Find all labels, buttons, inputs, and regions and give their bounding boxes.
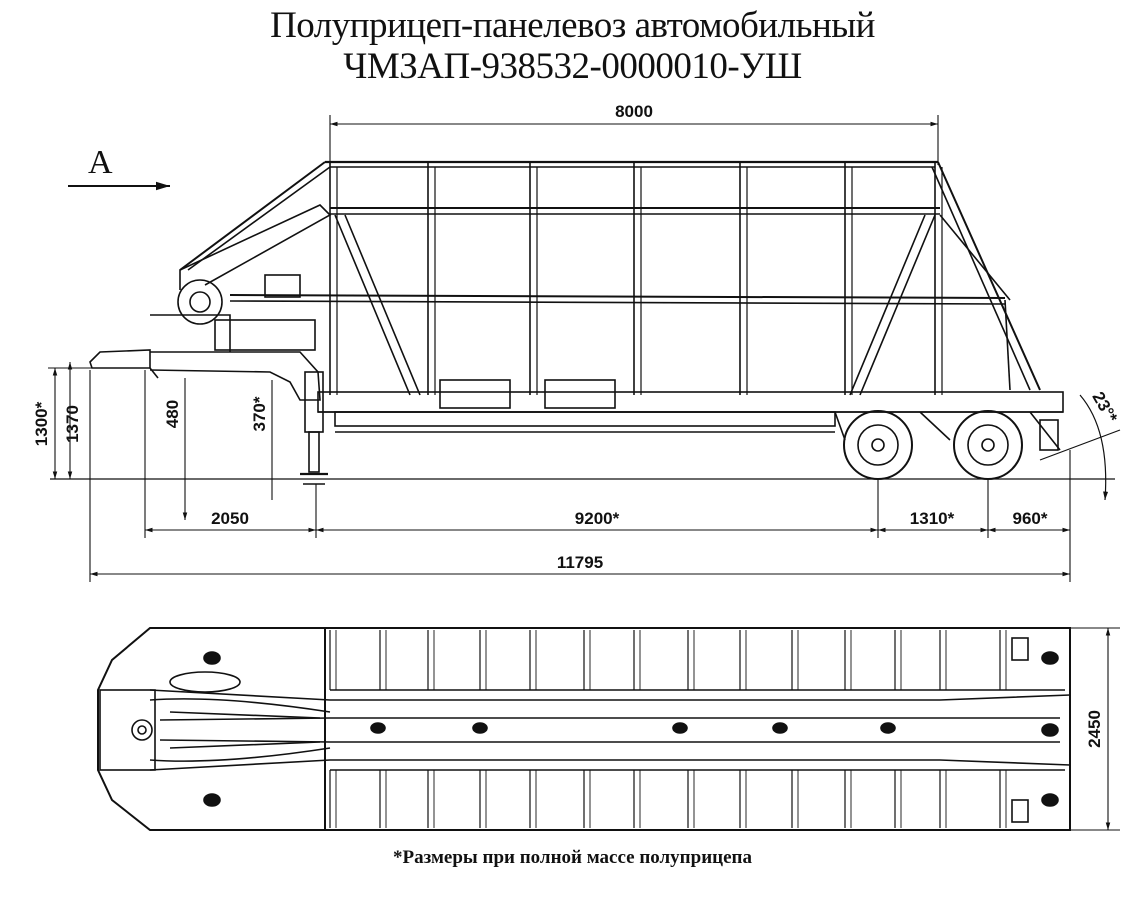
- main-frame: [317, 391, 1064, 433]
- rack-uprights: [329, 162, 943, 395]
- departure-angle: [1039, 394, 1121, 501]
- panel-clamps: [439, 379, 616, 409]
- drawing-title-line2: ЧМЗАП-938532-0000010-УШ: [343, 46, 802, 87]
- gooseneck: [89, 204, 332, 401]
- view-arrow-a: A: [68, 144, 170, 191]
- dim-height-total: 1300*: [32, 401, 51, 446]
- dim-axle-spacing: 1310*: [910, 509, 955, 528]
- side-dimensions: [48, 115, 1071, 582]
- support-leg: [300, 371, 328, 485]
- dim-height-coupling: 1370: [63, 405, 82, 443]
- top-dimensions: [1070, 627, 1120, 831]
- dim-support-height: 370*: [250, 396, 269, 431]
- side-view: A: [50, 144, 1121, 501]
- dim-kingpin-axle: 9200*: [575, 509, 620, 528]
- panel-rack: [179, 160, 1041, 391]
- dim-top-length: 8000: [615, 102, 653, 121]
- top-view: [97, 627, 1071, 831]
- dim-rear-overhang: 960*: [1013, 509, 1048, 528]
- side-dimension-labels: 8000 1300* 1370 480 370* 2050 9200* 1310…: [32, 102, 1121, 572]
- dim-departure-angle: 23°*: [1088, 389, 1121, 427]
- dim-fifth-wheel: 480: [163, 400, 182, 428]
- dim-overall-length: 11795: [557, 553, 603, 572]
- view-label: A: [88, 144, 113, 181]
- rack-braces: [334, 214, 1011, 396]
- dim-kingpin-support: 2050: [211, 509, 249, 528]
- drawing-title-line1: Полуприцеп-панелевоз автомобильный: [270, 5, 875, 46]
- dim-width: 2450: [1085, 710, 1104, 748]
- footnote: *Размеры при полной массе полуприцепа: [393, 847, 752, 868]
- wheels: [834, 410, 1061, 480]
- top-crossmembers: [329, 630, 1007, 828]
